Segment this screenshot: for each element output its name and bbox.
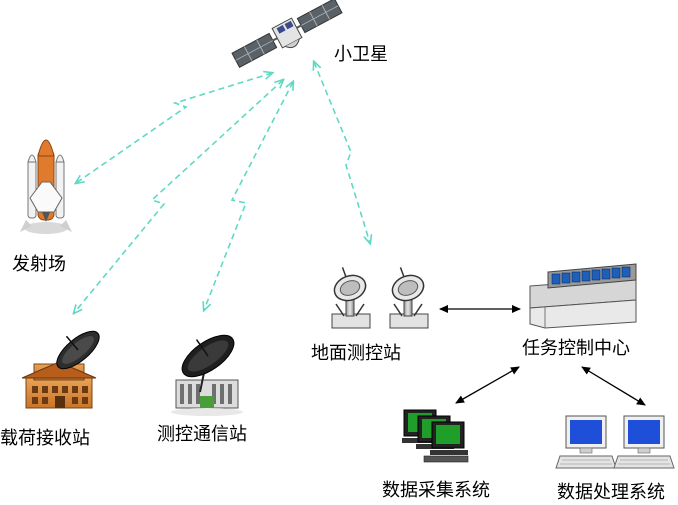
ttc-station-label: 测控通信站: [157, 424, 247, 445]
launch-site-label: 发射场: [12, 254, 66, 275]
link-mission-center-acquisition: [455, 366, 520, 404]
dish-building-icon: [21, 330, 100, 409]
wired-links: [439, 305, 646, 406]
twin-dish-icon: [331, 267, 429, 329]
link-satellite-ground-ttc: [314, 62, 370, 243]
link-satellite-launch-site: [76, 73, 272, 183]
link-satellite-ttc-station: [204, 82, 293, 310]
green-computers-icon: [402, 409, 469, 463]
data-acquisition-label: 数据采集系统: [382, 480, 490, 501]
ground-ttc-label: 地面测控站: [311, 343, 401, 364]
link-satellite-payload-station: [74, 80, 283, 313]
radio-links: [74, 62, 370, 313]
control-console-icon: [529, 263, 637, 329]
satellite-icon: [231, 0, 343, 68]
mission-center-label: 任务控制中心: [522, 338, 630, 359]
link-mission-center-processing: [581, 366, 646, 406]
payload-station-label: 载荷接收站: [0, 428, 90, 449]
dish-station-icon: [171, 334, 243, 416]
blue-computers-icon: [555, 415, 675, 469]
rocket-icon: [20, 139, 72, 234]
satellite-label: 小卫星: [334, 44, 388, 65]
data-processing-label: 数据处理系统: [557, 482, 665, 503]
